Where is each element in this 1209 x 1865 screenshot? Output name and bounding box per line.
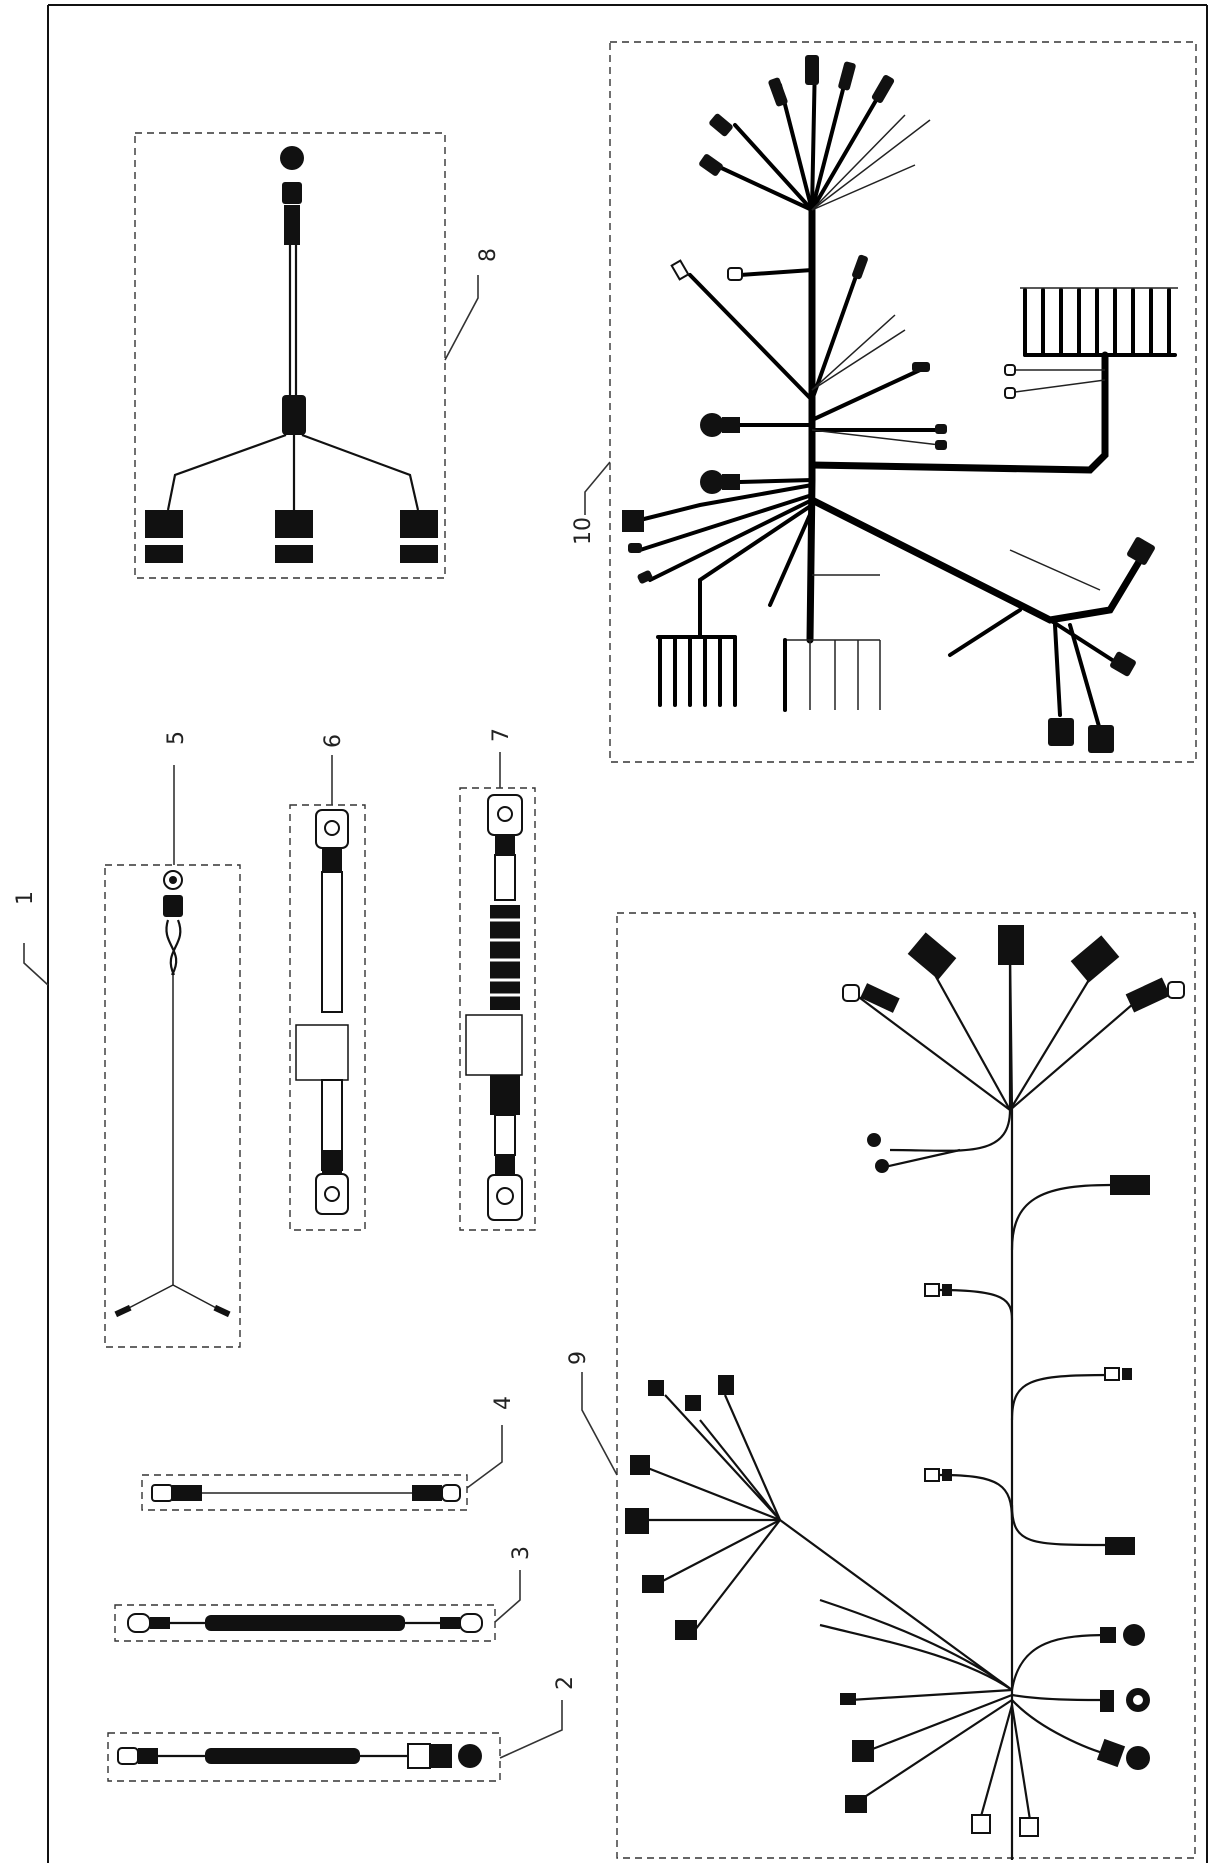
part-8-branch-harness: 8 — [134, 132, 501, 579]
part-5-ground-lead: 5 — [104, 731, 241, 1348]
part-10-main-harness: 10 — [571, 41, 1197, 763]
svg-text:7: 7 — [489, 728, 514, 742]
part-6-battery-cable: 6 — [289, 734, 366, 1231]
callout-1: 1 — [13, 891, 49, 986]
svg-text:8: 8 — [476, 248, 501, 262]
part-4-short-lead: 4 — [141, 1396, 516, 1511]
part-2-connector-lead: 2 — [107, 1676, 578, 1782]
svg-text:5: 5 — [164, 731, 189, 745]
part-3-sleeved-lead: 3 — [114, 1546, 534, 1642]
svg-text:9: 9 — [566, 1351, 591, 1365]
outer-frame — [47, 4, 1208, 1863]
part-9-body-harness: 9 — [566, 912, 1196, 1860]
svg-text:10: 10 — [571, 517, 596, 545]
svg-text:1: 1 — [13, 891, 38, 905]
part-7-sleeved-cable: 7 — [459, 728, 536, 1231]
svg-text:3: 3 — [509, 1546, 534, 1560]
svg-text:4: 4 — [491, 1396, 516, 1410]
svg-text:6: 6 — [321, 734, 346, 748]
svg-text:2: 2 — [553, 1676, 578, 1690]
